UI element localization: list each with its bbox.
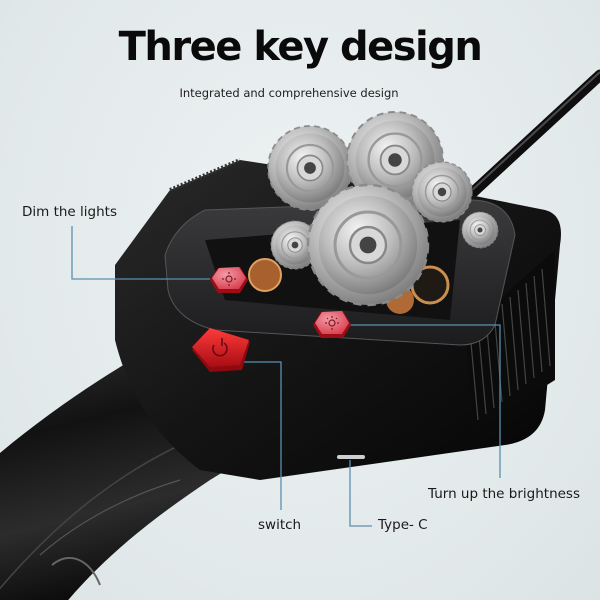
brightness-up-button[interactable]: [313, 311, 351, 338]
page-title: Three key design: [118, 24, 483, 70]
callout-lines: [71, 226, 501, 527]
callout-switch: switch: [258, 517, 302, 533]
sun-dim-icon: [222, 272, 236, 286]
power-switch-button[interactable]: [192, 328, 250, 372]
callout-brightness: Turn up the brightness: [428, 486, 580, 502]
dim-lights-button[interactable]: [210, 267, 248, 293]
sun-bright-icon: [325, 316, 339, 330]
screen-gears-image: [249, 112, 498, 314]
usb-port-icon: [337, 455, 365, 459]
vent-ridges: [465, 250, 555, 430]
callout-type-c: Type- C: [378, 517, 428, 533]
power-icon: [212, 338, 228, 357]
callout-dim-lights: Dim the lights: [22, 204, 117, 220]
page-subtitle: Integrated and comprehensive design: [179, 86, 399, 100]
